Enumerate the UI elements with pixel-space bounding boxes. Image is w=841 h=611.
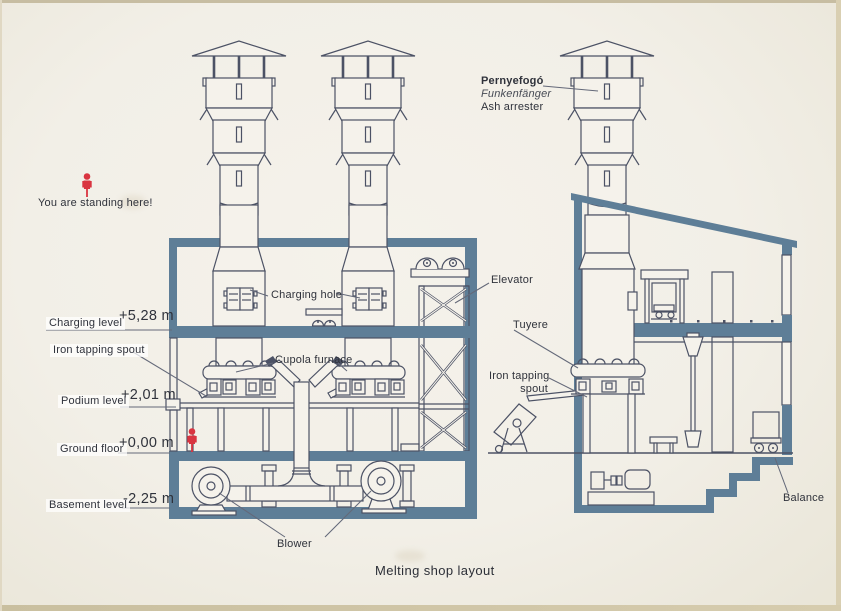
leader-lines bbox=[46, 85, 789, 538]
basement-motor-set bbox=[587, 469, 655, 506]
photo-edge-top bbox=[0, 0, 841, 3]
front-section-walls bbox=[169, 238, 477, 519]
iron-tapping-line1: Iron tapping bbox=[489, 370, 550, 382]
ground-floor-label: Ground floor bbox=[57, 443, 127, 456]
photo-edge-bottom bbox=[0, 605, 841, 611]
basement-level-value: -2,25 m bbox=[123, 491, 175, 507]
ash-arrester-callout: Pernyefogó Funkenfänger Ash arrester bbox=[481, 75, 551, 114]
photo-stain bbox=[395, 550, 425, 562]
standing-here-person-icon bbox=[81, 172, 93, 198]
elevator-label: Elevator bbox=[491, 274, 533, 286]
charge-cart bbox=[305, 308, 343, 327]
blower-label: Blower bbox=[277, 538, 312, 550]
charging-level-value: +5,28 m bbox=[119, 308, 174, 324]
ash-arrester-hungarian: Pernyefogó bbox=[481, 75, 544, 87]
side-section-structure bbox=[488, 193, 797, 513]
charging-hole-label: Charging hole bbox=[271, 289, 343, 301]
podium-level-value: +2,01 m bbox=[121, 387, 176, 403]
side-view-cupola-furnace bbox=[526, 214, 646, 454]
tuyere-label: Tuyere bbox=[513, 319, 549, 331]
photo-stain bbox=[120, 195, 146, 209]
side-section-charging-floor bbox=[634, 320, 782, 343]
chimney-stacks bbox=[190, 39, 656, 248]
board-title: Melting shop layout bbox=[375, 563, 495, 578]
ash-arrester-english: Ash arrester bbox=[481, 100, 544, 113]
standing-here-note: You are standing here! bbox=[38, 197, 153, 209]
charging-scale-stand bbox=[493, 403, 537, 454]
basement-blowers bbox=[191, 460, 407, 516]
photo-edge-right bbox=[836, 0, 841, 611]
furnace-tops-charging-level bbox=[212, 246, 395, 327]
iron-tapping-spout-right-label: Iron tapping spout bbox=[489, 370, 550, 396]
charging-level-label: Charging level bbox=[46, 317, 126, 330]
blast-air-y-pipe bbox=[265, 356, 344, 475]
cupola-furnace-label: Cupola furnace bbox=[275, 354, 353, 366]
podium-level-label: Podium level bbox=[58, 395, 130, 408]
iron-tapping-line2: spout bbox=[520, 382, 548, 395]
basement-level-label: Basement level bbox=[46, 499, 131, 512]
photo-edge-left bbox=[0, 0, 2, 611]
ground-floor-value: +0,00 m bbox=[119, 435, 174, 451]
iron-tapping-spout-left-label: Iron tapping spout bbox=[50, 344, 148, 357]
side-section-equipment bbox=[640, 269, 782, 454]
balance-label: Balance bbox=[783, 492, 825, 504]
ash-arrester-german: Funkenfänger bbox=[481, 87, 552, 100]
elevator-lattice-tower bbox=[418, 285, 470, 452]
elevator-pulley-house bbox=[410, 257, 470, 278]
ground-floor-person-icon bbox=[186, 427, 198, 453]
